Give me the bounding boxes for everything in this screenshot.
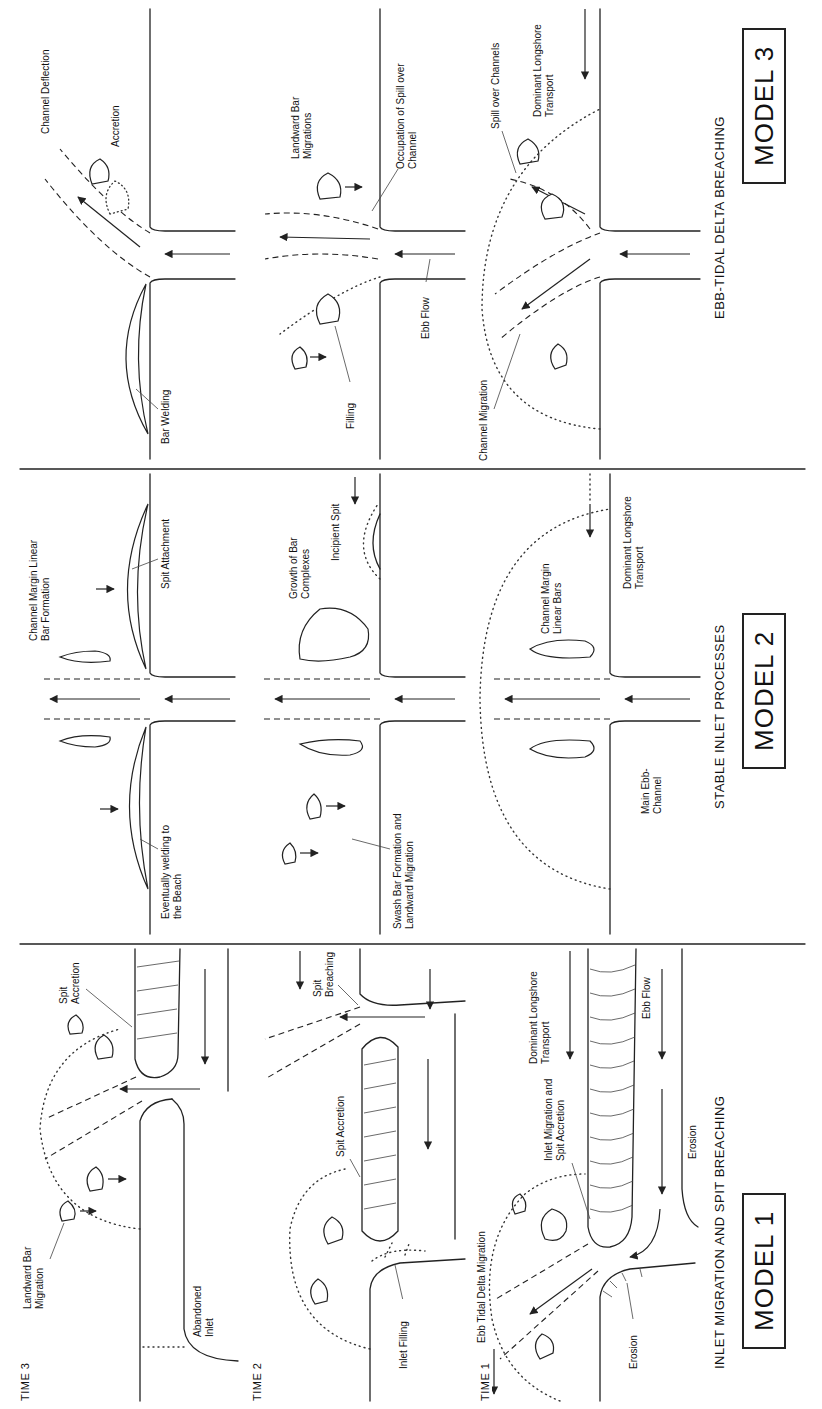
sketch-model2-time2 [262, 474, 465, 934]
model-title: EBB-TIDAL DELTA BREACHING [712, 116, 728, 319]
process-label: Dominant Longshore Transport [532, 7, 556, 117]
model-title: INLET MIGRATION AND SPIT BREACHING [712, 1096, 728, 1369]
sketch-model3-time3 [45, 9, 235, 459]
process-label: Channel Migration [478, 371, 490, 461]
time-label: TIME 3 [18, 1363, 32, 1401]
sketch-model2-time1 [480, 474, 700, 934]
process-label: Occupation of Spill over Channel [395, 39, 419, 169]
process-label: Channel Deflection [40, 34, 52, 134]
process-label: Main Ebb-Channel [640, 734, 664, 814]
process-label: Landward Bar Migration [22, 1224, 46, 1309]
process-label: Dominant Longshore Transport [528, 949, 552, 1064]
model-title: STABLE INLET PROCESSES [712, 624, 728, 809]
process-label: Channel Margin Linear Bars [540, 554, 564, 634]
process-label: Spill over Channels [490, 19, 502, 129]
process-label: Erosion [687, 1109, 699, 1159]
time-label: TIME 1 [478, 1363, 492, 1401]
model-heading: MODEL 1 [748, 1211, 780, 1331]
process-label: Erosion [628, 1319, 640, 1369]
process-label: Spit Breaching [312, 945, 336, 997]
sketch-model3-time1 [482, 9, 700, 459]
sketch-model1-time1 [489, 949, 698, 1401]
process-label: Landward Bar Migrations [290, 49, 314, 159]
sketch-model3-time2 [265, 9, 465, 459]
process-label: Spit Accretion [335, 1077, 347, 1157]
time-label: TIME 2 [250, 1363, 264, 1401]
model-box: MODEL 3 [742, 28, 786, 184]
process-label: Channel Margin Linear Bar Formation [28, 531, 52, 641]
process-label: Spit Attachment [160, 509, 172, 589]
process-label: Incipient Spit [330, 481, 342, 561]
process-label: Ebb Flow [420, 284, 432, 339]
process-label: Abandoned Inlet [192, 1267, 216, 1337]
sketch-model1-time3 [40, 949, 238, 1401]
process-label: Dominant Longshore Transport [622, 479, 646, 589]
process-label: Growth of Bar Complexes [288, 499, 312, 599]
sketch-model1-time2 [265, 949, 465, 1401]
process-label: Ebb Flow [641, 959, 653, 1019]
process-label: Eventually welding to the Beach [160, 809, 184, 919]
model-box: MODEL 1 [742, 1193, 786, 1349]
model-heading: MODEL 2 [748, 631, 780, 751]
process-label: Inlet Migration and Spit Accretion [543, 1075, 567, 1161]
process-label: Accretion [110, 87, 122, 147]
process-label: Ebb Tidal Delta Migration [476, 1193, 488, 1343]
process-label: Swash Bar Formation and Landward Migrati… [392, 779, 416, 929]
process-label: Bar Welding [160, 364, 172, 444]
process-label: Inlet Filling [398, 1299, 410, 1369]
process-label: Spit Accretion [58, 946, 82, 1004]
model-box: MODEL 2 [742, 613, 786, 769]
process-label: Filling [345, 384, 357, 429]
sketch-model2-time3 [40, 474, 235, 934]
model-heading: MODEL 3 [748, 46, 780, 166]
panel-divider [20, 469, 805, 944]
